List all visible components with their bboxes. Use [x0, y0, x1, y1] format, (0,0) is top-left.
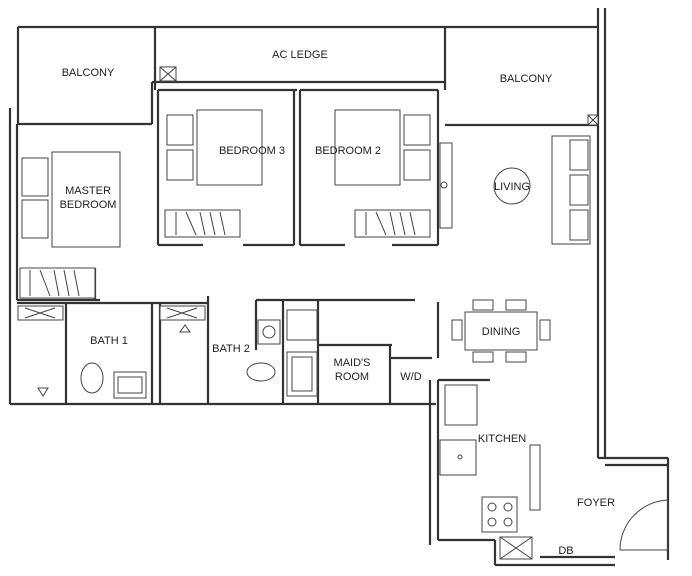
label-bath-2: BATH 2 — [212, 343, 250, 355]
label-db: DB — [558, 545, 573, 557]
label-maids-room-2: ROOM — [335, 371, 369, 383]
label-kitchen: KITCHEN — [478, 433, 526, 445]
label-maids-room-1: MAID'S — [334, 357, 371, 369]
room-labels: AC LEDGE BALCONY BALCONY MASTER BEDROOM … — [60, 49, 615, 557]
label-master-bedroom-2: BEDROOM — [60, 199, 117, 211]
label-dining: DINING — [482, 326, 521, 338]
label-foyer: FOYER — [577, 497, 615, 509]
fixtures — [17, 66, 669, 560]
label-wd: W/D — [400, 371, 421, 383]
label-bath-1: BATH 1 — [90, 335, 128, 347]
label-bedroom-3: BEDROOM 3 — [219, 145, 285, 157]
label-balcony-right: BALCONY — [500, 73, 553, 85]
label-balcony-left: BALCONY — [62, 67, 115, 79]
label-master-bedroom-1: MASTER — [65, 185, 111, 197]
label-ac-ledge: AC LEDGE — [272, 49, 328, 61]
label-bedroom-2: BEDROOM 2 — [315, 145, 381, 157]
label-living: LIVING — [494, 181, 530, 193]
outer-walls — [8, 8, 670, 567]
